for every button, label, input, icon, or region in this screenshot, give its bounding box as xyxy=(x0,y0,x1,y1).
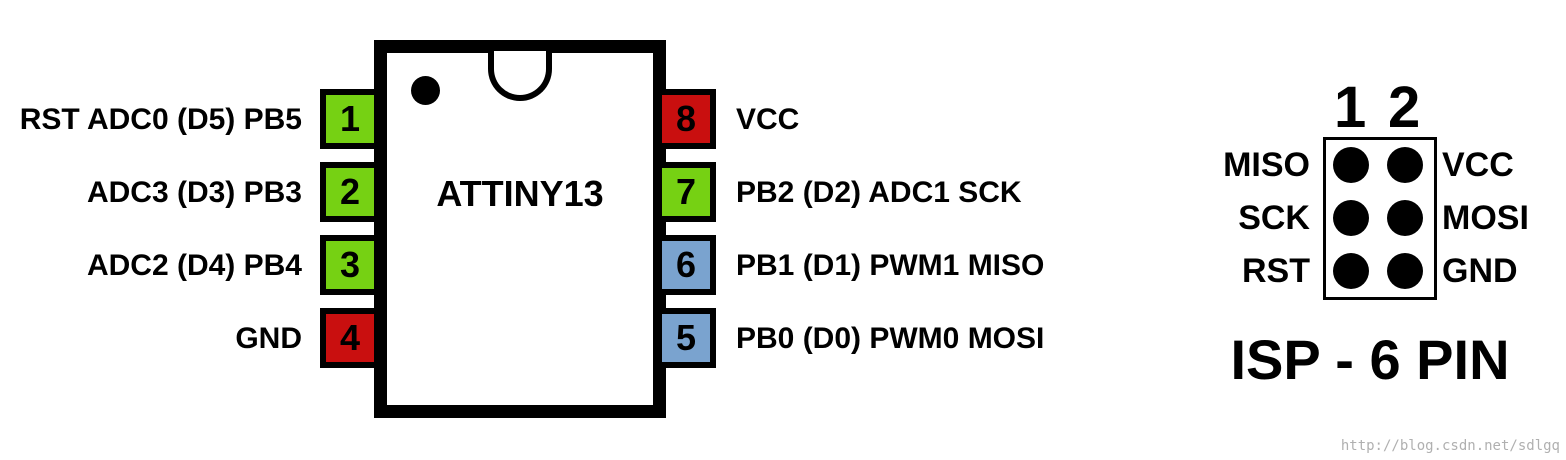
isp-title: ISP - 6 PIN xyxy=(1230,328,1510,391)
pin-8: 8 xyxy=(656,89,716,149)
isp-label-mosi: MOSI xyxy=(1442,199,1529,237)
pin-7: 7 xyxy=(656,162,716,222)
isp-label-rst: RST xyxy=(1242,252,1310,290)
chip-name: ATTINY13 xyxy=(436,173,604,214)
watermark: http://blog.csdn.net/sdlgq xyxy=(1340,438,1560,454)
isp-label-vcc: VCC xyxy=(1442,146,1514,184)
pin-3-label: ADC2 (D4) PB4 xyxy=(86,249,302,282)
isp-pin-hole xyxy=(1333,253,1369,289)
pin-7-label: PB2 (D2) ADC1 SCK xyxy=(736,176,1022,209)
isp-pin-hole xyxy=(1387,253,1423,289)
isp-pin-hole xyxy=(1387,200,1423,236)
isp-column-2: 2 xyxy=(1388,75,1421,140)
pin-4: 4 xyxy=(320,308,380,368)
isp-label-sck: SCK xyxy=(1238,199,1310,237)
isp-pin-hole xyxy=(1333,147,1369,183)
pin-5-label: PB0 (D0) PWM0 MOSI xyxy=(736,322,1045,355)
pin-2: 2 xyxy=(320,162,380,222)
chip-notch xyxy=(488,51,552,101)
pin-3: 3 xyxy=(320,235,380,295)
pin-4-label: GND xyxy=(235,322,302,355)
pin-1-label: RST ADC0 (D5) PB5 xyxy=(19,103,302,136)
isp-pin-hole xyxy=(1333,200,1369,236)
pin-8-label: VCC xyxy=(736,103,800,136)
pin-6-label: PB1 (D1) PWM1 MISO xyxy=(736,249,1045,282)
isp-label-miso: MISO xyxy=(1223,146,1310,184)
pin-1: 1 xyxy=(320,89,380,149)
isp-column-1: 1 xyxy=(1334,75,1367,140)
isp-label-gnd: GND xyxy=(1442,252,1518,290)
pin-6: 6 xyxy=(656,235,716,295)
pin-5: 5 xyxy=(656,308,716,368)
isp-pin-hole xyxy=(1387,147,1423,183)
pin1-indicator-dot xyxy=(411,76,440,105)
pin-2-label: ADC3 (D3) PB3 xyxy=(86,176,302,209)
